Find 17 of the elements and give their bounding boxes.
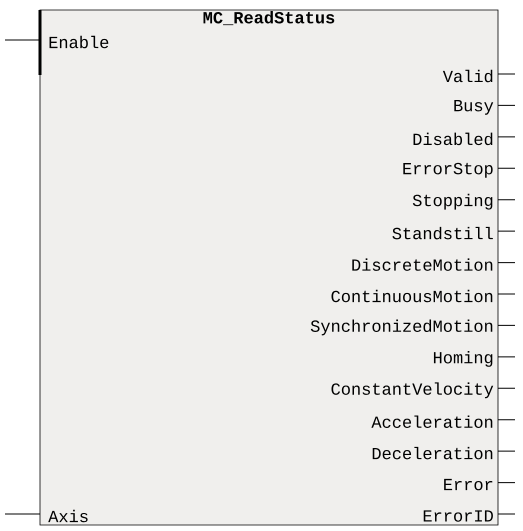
output-label: Stopping	[412, 194, 492, 210]
output-label: DiscreteMotion	[352, 258, 492, 271]
output-label: ConstantVelocity	[332, 382, 494, 398]
output-label: Acceleration	[371, 415, 492, 428]
output-label: Error	[444, 478, 492, 490]
output-label: Busy	[454, 100, 494, 115]
input-label: Axis	[48, 510, 88, 522]
output-label: ContinuousMotion	[332, 290, 492, 302]
output-label: Standstill	[392, 226, 493, 240]
output-label: Valid	[442, 70, 492, 82]
output-label: SynchronizedMotion	[310, 319, 492, 336]
output-label: Homing	[434, 350, 492, 367]
output-label: Deceleration	[372, 446, 492, 460]
input-label: Enable	[50, 36, 108, 48]
output-label: Disabled	[414, 132, 492, 146]
output-label: ErrorStop	[403, 162, 493, 178]
output-label: ErrorID	[424, 510, 493, 522]
